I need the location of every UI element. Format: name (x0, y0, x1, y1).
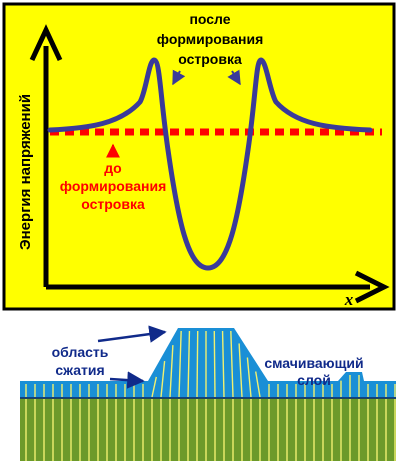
before-label-line-2: формирования (60, 178, 167, 194)
layer-stripe (230, 330, 234, 398)
compression-label-line-1: область (52, 344, 109, 360)
layer-stripe (151, 376, 158, 398)
layer-stripe (169, 345, 174, 398)
y-axis-arrowhead (29, 24, 63, 62)
plot-background (2, 2, 396, 311)
before-label-line-3: островка (81, 196, 145, 212)
compression-label-line-2: сжатия (55, 362, 104, 378)
y-axis-label: Энергия напряжений (17, 94, 34, 250)
layer-stripe (238, 343, 243, 398)
wetting-label-line-2: слой (297, 372, 331, 388)
island-cross-section: область сжатия смачивающий слой (20, 325, 396, 461)
layer-lattice-lines (25, 330, 396, 398)
layer-stripe (178, 330, 182, 398)
wetting-layer-and-island (20, 328, 396, 398)
layer-stripe (246, 357, 252, 398)
layer-stripe (187, 330, 191, 398)
x-axis-arrowhead (354, 270, 390, 304)
curve-after-island (47, 57, 373, 271)
after-label-line-2: формирования (157, 31, 264, 47)
after-label-arrow-right (227, 69, 241, 86)
layer-stripe (221, 330, 225, 398)
compression-label: область сжатия (52, 325, 167, 389)
energy-plot-panel: Энергия напряжений x после формирования … (2, 2, 396, 311)
after-label: после формирования островка (157, 11, 264, 86)
layer-stripe (213, 330, 216, 398)
layer-stripe (160, 360, 166, 398)
after-label-line-3: островка (178, 51, 242, 67)
x-axis-label: x (344, 290, 354, 309)
substrate-lattice-lines (25, 399, 396, 461)
plot-axes (29, 24, 390, 304)
wetting-label-line-1: смачивающий (264, 355, 363, 371)
before-label-line-1: до (104, 160, 121, 176)
layer-stripe (196, 330, 199, 398)
substrate (20, 398, 396, 461)
compression-arrow-bottom (109, 371, 145, 389)
compression-arrow-top (97, 325, 167, 343)
after-label-line-1: после (189, 11, 230, 27)
layer-stripe (254, 371, 261, 398)
before-label: до формирования островка (60, 143, 167, 212)
after-label-arrow-left (172, 69, 186, 86)
wetting-label: смачивающий слой (264, 355, 363, 388)
